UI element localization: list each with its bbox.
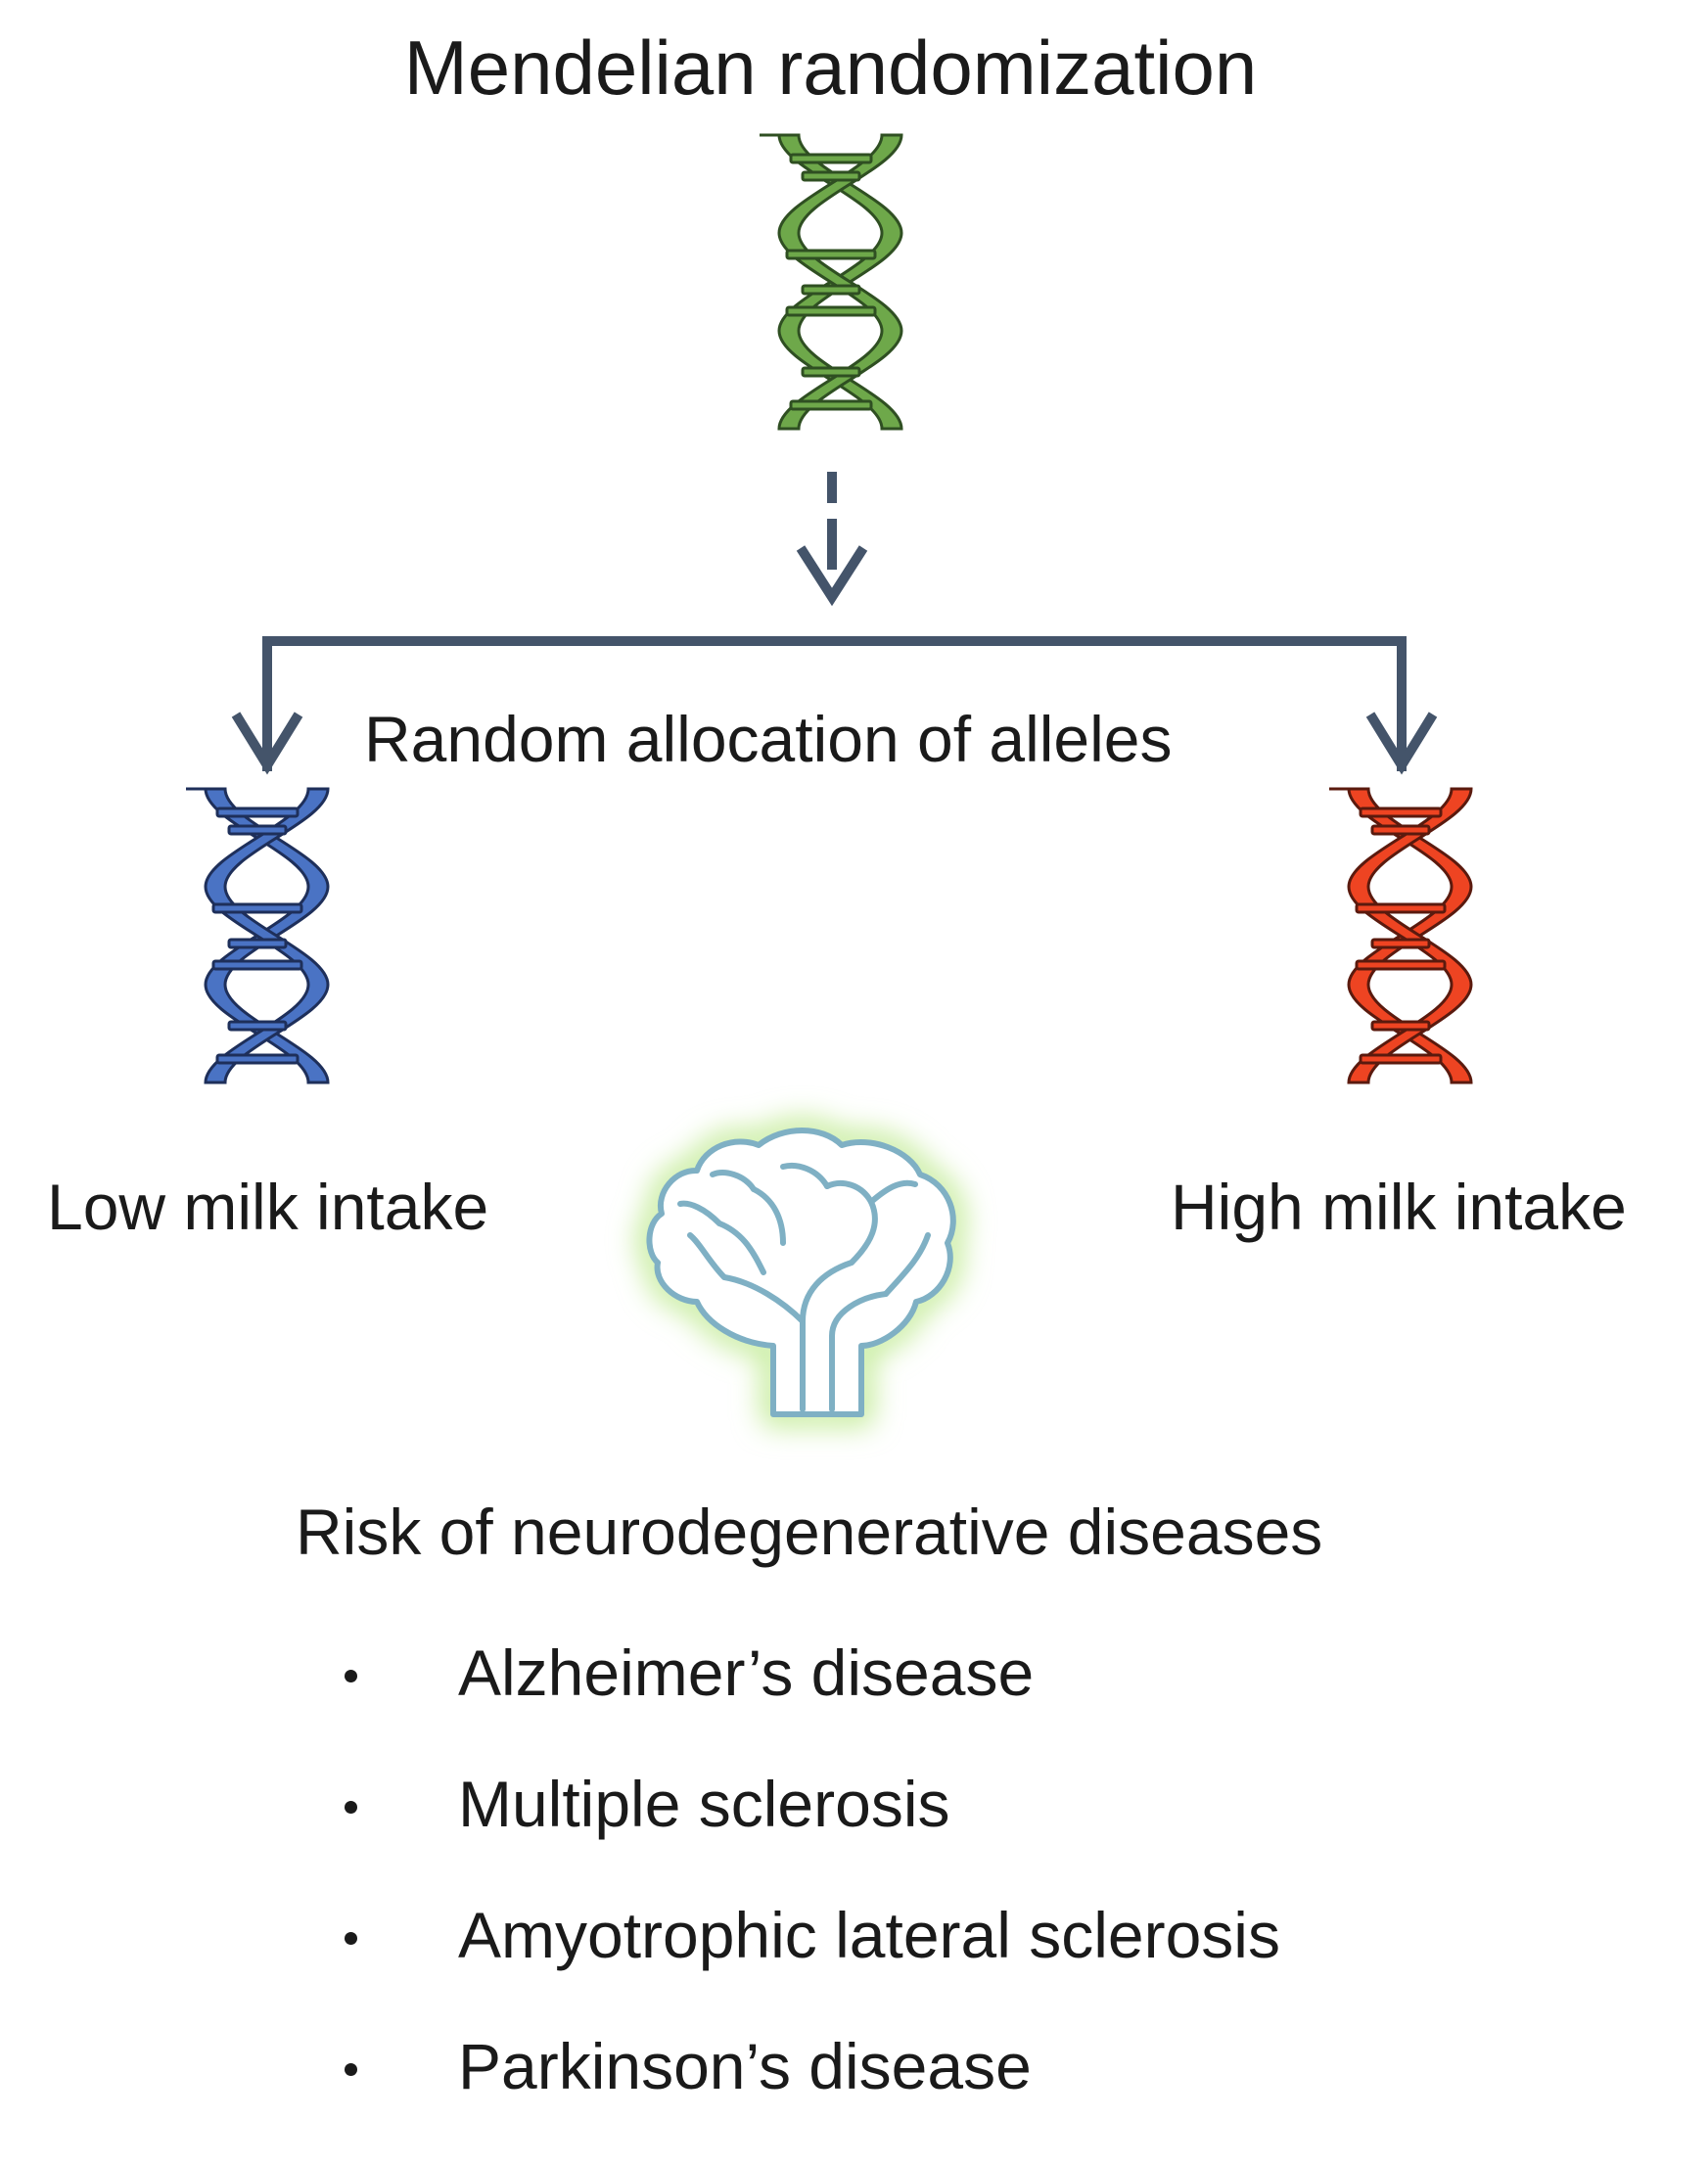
- disease-label: Parkinson’s disease: [458, 2030, 1032, 2102]
- allocation-label: Random allocation of alleles: [364, 703, 1173, 775]
- top-dna-icon: [758, 133, 903, 431]
- bullet-icon: [345, 2063, 357, 2076]
- branch-connector: [231, 636, 1438, 775]
- risk-heading: Risk of neurodegenerative diseases: [296, 1496, 1323, 1568]
- low-dna-icon: [184, 787, 330, 1084]
- disease-label: Amyotrophic lateral sclerosis: [458, 1899, 1280, 1971]
- bullet-icon: [345, 1932, 357, 1945]
- disease-label: Multiple sclerosis: [458, 1768, 950, 1840]
- high-intake-label: High milk intake: [1171, 1171, 1627, 1243]
- page-title: Mendelian randomization: [403, 24, 1258, 111]
- brain-icon: [636, 1118, 966, 1427]
- high-dna-icon: [1327, 787, 1473, 1084]
- bullet-icon: [345, 1670, 357, 1682]
- dashed-arrow-down: [796, 472, 868, 607]
- bullet-icon: [345, 1801, 357, 1814]
- disease-label: Alzheimer’s disease: [458, 1636, 1035, 1709]
- low-intake-label: Low milk intake: [47, 1171, 489, 1243]
